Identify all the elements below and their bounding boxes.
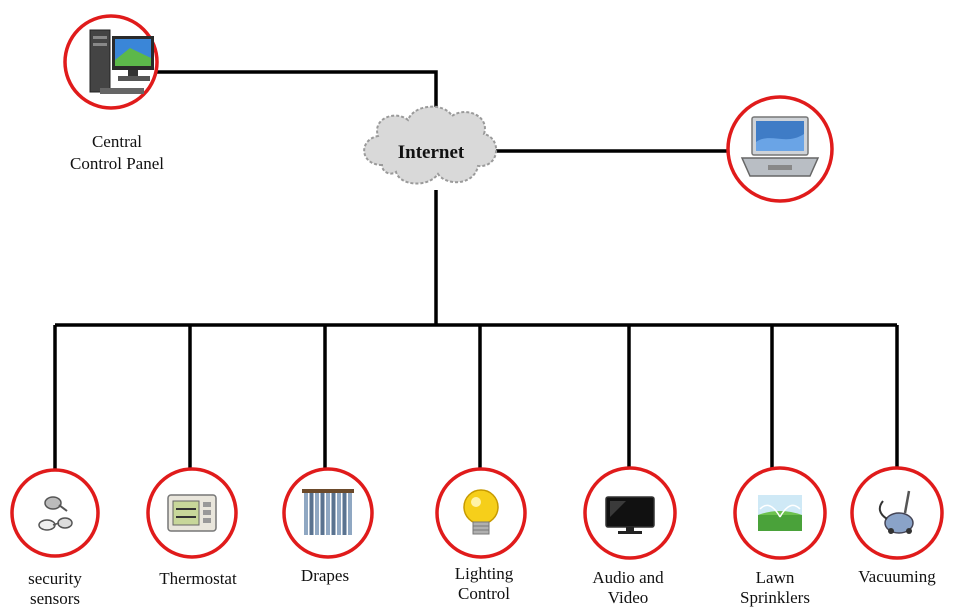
- device-node-thermostat[interactable]: Thermostat: [146, 467, 238, 588]
- device-label-line1: Thermostat: [159, 569, 237, 588]
- sprinkler-icon: [758, 495, 802, 531]
- device-label-line2: Control: [458, 584, 510, 603]
- laptop-icon: [740, 116, 820, 177]
- thermostat-icon: [167, 494, 217, 532]
- device-label-line1: Audio and: [592, 568, 664, 587]
- device-label-line2: sensors: [30, 589, 80, 607]
- device-label-line2: Video: [608, 588, 649, 607]
- drapes-icon: [302, 489, 354, 535]
- connection-lines: [55, 70, 897, 327]
- central-control-panel-node[interactable]: [63, 14, 159, 110]
- device-label-line2: Sprinklers: [740, 588, 810, 607]
- device-node-drapes[interactable]: Drapes: [282, 467, 374, 585]
- internet-label: Internet: [398, 142, 465, 163]
- light-bulb-icon: [463, 489, 499, 535]
- device-label-line1: Lighting: [455, 564, 514, 583]
- device-label-line1: Lawn: [756, 568, 795, 587]
- laptop-node[interactable]: [726, 95, 834, 203]
- internet-node[interactable]: Internet: [363, 105, 498, 185]
- device-label-line1: Drapes: [301, 566, 349, 585]
- desktop-computer-icon: [89, 29, 154, 94]
- device-ring: [10, 468, 100, 558]
- device-label-line1: Vacuuming: [858, 567, 936, 586]
- central-control-panel-label-line1: Central: [92, 132, 142, 151]
- device-drop-lines: [53, 325, 899, 470]
- device-node-vacuum[interactable]: Vacuuming: [850, 466, 944, 586]
- vacuum-icon: [878, 490, 914, 534]
- central-control-panel-label-line2: Control Panel: [70, 154, 164, 173]
- cloud-icon: [363, 105, 498, 185]
- tv-icon: [605, 496, 655, 534]
- line-central-to-internet: [150, 70, 438, 115]
- device-label-line1: security: [28, 569, 82, 588]
- security-sensor-icon: [38, 496, 73, 531]
